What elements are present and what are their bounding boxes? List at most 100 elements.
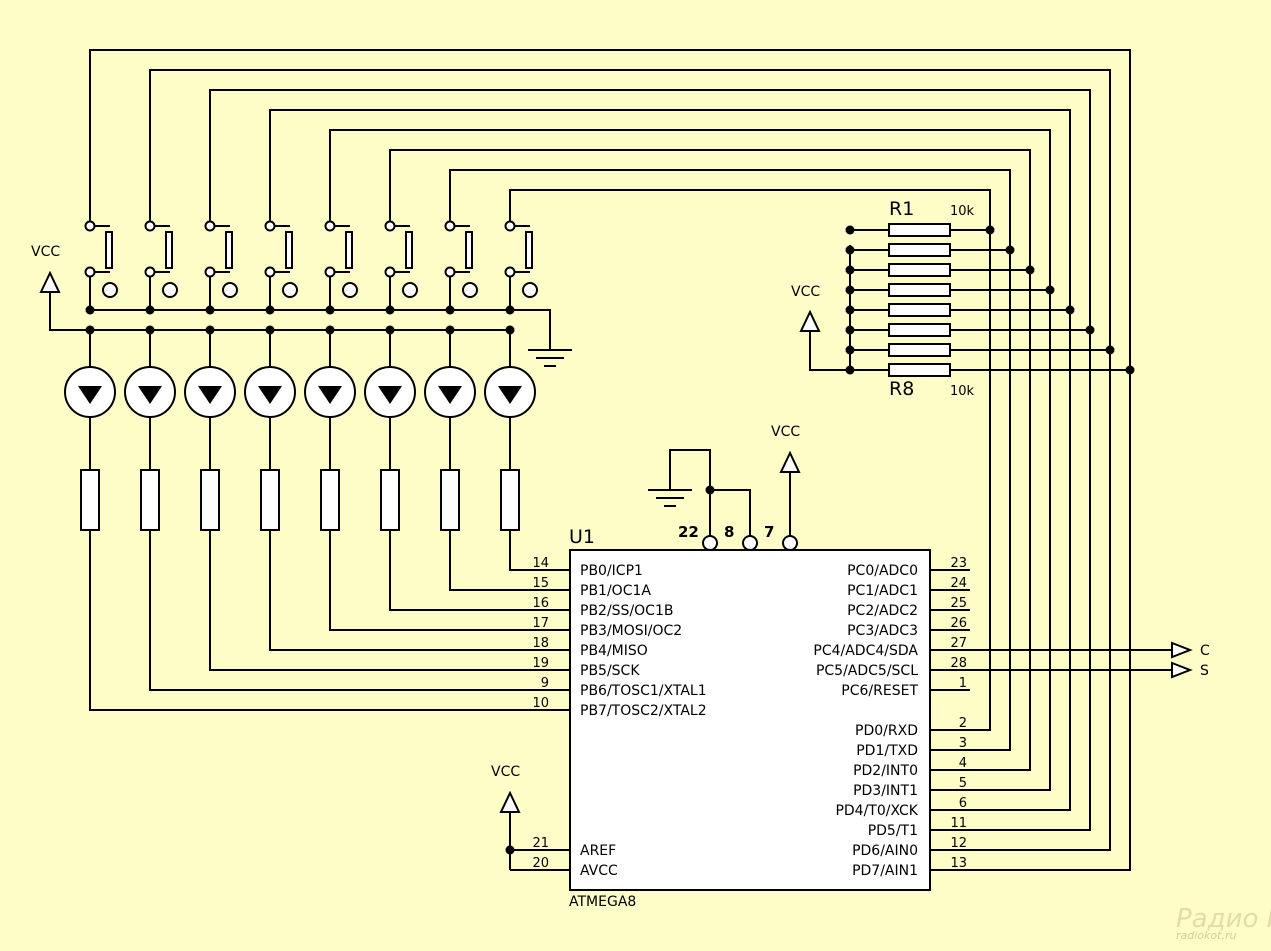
pin-label-PC0: PC0/ADC0: [847, 563, 918, 579]
vcc-label-buttons: VCC: [31, 244, 60, 260]
pin-number-21: 21: [532, 836, 549, 851]
pin-number-13: 13: [950, 856, 967, 871]
pin-number-14: 14: [532, 556, 549, 571]
junction-dot: [85, 325, 95, 335]
button-contact-top: [324, 220, 336, 232]
resistor-array-r1: [888, 223, 951, 237]
pin-label-PC4: PC4/ADC4/SDA: [813, 643, 918, 659]
pin-label-PC6: PC6/RESET: [841, 683, 918, 699]
button-marker-icon: [222, 282, 238, 298]
led-resistor: [260, 469, 280, 531]
resistor-array-r7: [888, 343, 951, 357]
wire-layer: [49, 49, 1172, 871]
resistor-array-r2: [888, 243, 951, 257]
wire-pd-6: [930, 350, 1111, 851]
button-actuator: [465, 231, 473, 269]
button-contact-bottom: [264, 266, 276, 278]
button-contact-top: [384, 220, 396, 232]
pin-label-PD5: PD5/T1: [868, 823, 918, 839]
button-marker-icon: [522, 282, 538, 298]
wire-led-PB7: [89, 530, 570, 711]
pin-label-PB3: PB3/MOSI/OC2: [580, 623, 682, 639]
pin-label-PC3: PC3/ADC3: [847, 623, 918, 639]
button-contact-top: [444, 220, 456, 232]
pin-number-11: 11: [950, 816, 967, 831]
wire-button-loop-0: [89, 49, 1131, 370]
resistor-r1-value: 10k: [950, 204, 975, 219]
vcc-arrow-aref: [499, 790, 521, 813]
button-actuator: [225, 231, 233, 269]
button-marker-icon: [282, 282, 298, 298]
resistor-array-r3: [888, 263, 951, 277]
junction-dot: [1025, 265, 1035, 275]
button-contact-bottom: [144, 266, 156, 278]
led-diode-icon: [258, 386, 282, 404]
led-diode-icon: [138, 386, 162, 404]
button-contact-bottom: [204, 266, 216, 278]
resistor-array-r5: [888, 303, 951, 317]
pin-number-17: 17: [532, 616, 549, 631]
pin-label-PB7: PB7/TOSC2/XTAL2: [580, 703, 707, 719]
junction-dot: [705, 485, 715, 495]
pin-label-PB0: PB0/ICP1: [580, 563, 643, 579]
wire-button-loop-2: [209, 89, 1091, 330]
button-contact-top: [264, 220, 276, 232]
button-actuator: [405, 231, 413, 269]
wire-button-ground-bus: [90, 309, 551, 350]
button-actuator: [105, 231, 113, 269]
button-actuator: [285, 231, 293, 269]
junction-dot: [1105, 345, 1115, 355]
top-pin-8-bubble: [742, 535, 758, 551]
button-contact-top: [144, 220, 156, 232]
button-marker-icon: [342, 282, 358, 298]
wire-led-PB5: [209, 530, 570, 671]
junction-dot: [505, 845, 515, 855]
resistor-r8-label: R8: [889, 378, 914, 400]
resistor-array-r4: [888, 283, 951, 297]
pin-number-3: 3: [959, 736, 967, 751]
led-resistor: [80, 469, 100, 531]
led-resistor: [500, 469, 520, 531]
output-arrow-c: [1171, 641, 1193, 659]
wire-pd-1: [930, 250, 1011, 751]
led-resistor: [140, 469, 160, 531]
pin-label-PC1: PC1/ADC1: [847, 583, 918, 599]
button-marker-icon: [102, 282, 118, 298]
button-contact-bottom: [444, 266, 456, 278]
pin-label-PB6: PB6/TOSC1/XTAL1: [580, 683, 707, 699]
junction-dot: [205, 305, 215, 315]
pin-label-PD6: PD6/AIN0: [852, 843, 918, 859]
junction-dot: [325, 305, 335, 315]
junction-dot: [845, 365, 855, 375]
junction-dot: [325, 325, 335, 335]
junction-dot: [145, 325, 155, 335]
wire-pd-3: [930, 290, 1051, 791]
led-resistor: [200, 469, 220, 531]
led-diode-icon: [318, 386, 342, 404]
top-pin-7-bubble: [782, 535, 798, 551]
pin-label-PB2: PB2/SS/OC1B: [580, 603, 673, 619]
junction-dot: [1045, 285, 1055, 295]
chip-body: [569, 549, 931, 891]
led-resistor: [440, 469, 460, 531]
resistor-array-r6: [888, 323, 951, 337]
junction-dot: [505, 325, 515, 335]
pin-number-16: 16: [532, 596, 549, 611]
junction-dot: [1125, 365, 1135, 375]
pin-number-25: 25: [950, 596, 967, 611]
led-diode-icon: [498, 386, 522, 404]
junction-dot: [265, 305, 275, 315]
led-diode-icon: [78, 386, 102, 404]
junction-dot: [1005, 245, 1015, 255]
wire-button-loop-5: [389, 149, 1031, 270]
vcc-label-chip: VCC: [771, 424, 800, 440]
junction-dot: [505, 305, 515, 315]
junction-dot: [1085, 325, 1095, 335]
pin-number-10: 10: [532, 696, 549, 711]
button-actuator: [525, 231, 533, 269]
button-contact-bottom: [504, 266, 516, 278]
resistor-r1-label: R1: [889, 198, 914, 220]
pin-number-2: 2: [959, 716, 967, 731]
watermark-logo: Радио КОТ: [1176, 904, 1271, 934]
